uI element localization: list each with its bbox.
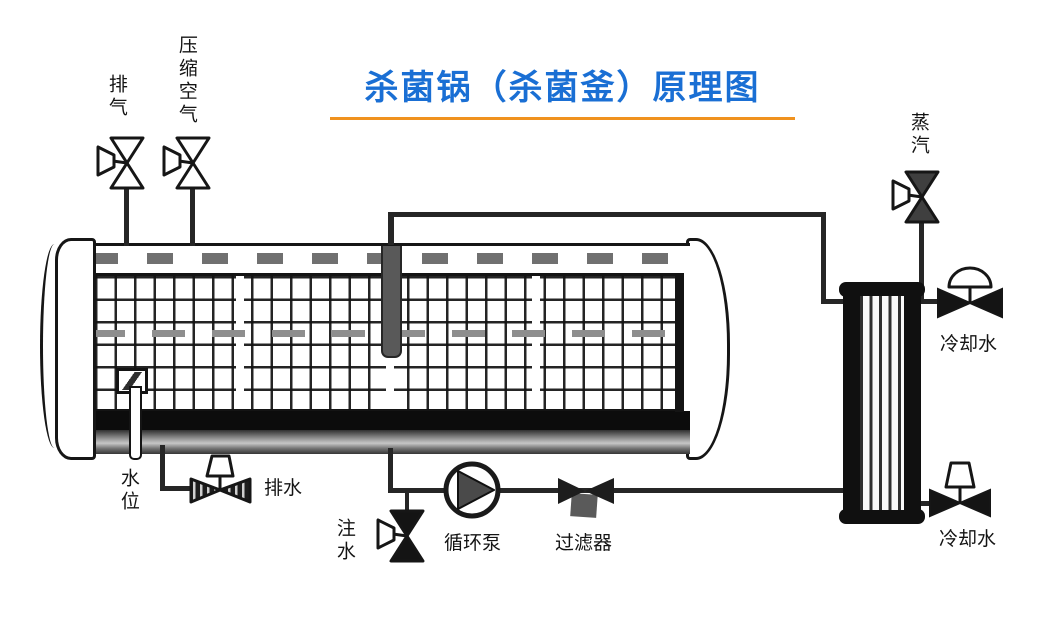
pipe-hx-top-inlet: [821, 299, 847, 304]
water-level-sensor-mark: [120, 372, 144, 390]
pipe-air-riser: [190, 188, 195, 246]
title-underline: [330, 117, 795, 120]
circulation-pump-label: 循环泵: [444, 533, 502, 554]
heat-exchanger: [839, 282, 925, 524]
heat-exchanger-plates: [860, 296, 904, 510]
drain-label: 排水: [264, 478, 303, 499]
drain-valve-icon: [189, 454, 252, 504]
compressed-air-label: 压缩空气: [175, 35, 197, 127]
basket-right-wall: [675, 273, 684, 412]
circulation-pump-icon: [443, 461, 501, 519]
exhaust-label: 排气: [105, 74, 127, 120]
basket-divider-2: [386, 353, 394, 409]
page-title: 杀菌锅（杀菌釜）原理图: [364, 69, 761, 107]
pipe-steam-valve-drop: [919, 220, 924, 303]
water-fill-valve-icon: [376, 509, 425, 563]
vessel-left-cap-rim: [55, 238, 96, 460]
steam-label: 蒸汽: [907, 112, 929, 158]
basket-divider-3: [532, 276, 540, 409]
cooling-water-bottom-label: 冷却水: [939, 529, 997, 550]
vessel-right-cap: [686, 238, 730, 460]
vessel-body: [86, 243, 690, 454]
basket-divider-1: [236, 276, 244, 409]
cooling-water-top-label: 冷却水: [940, 334, 998, 355]
heat-exchanger-bottom-flange: [839, 509, 925, 524]
cooling-water-valve-top-icon: [937, 266, 1003, 319]
exhaust-valve-icon: [96, 136, 145, 190]
water-level-sensor: [116, 368, 148, 394]
pipe-hx-top-outlet: [916, 299, 940, 304]
cooling-water-valve-bottom-icon: [929, 461, 991, 518]
pipe-circulation-line: [388, 488, 846, 493]
filter-icon: [558, 478, 614, 518]
compressed-air-valve-icon: [162, 136, 211, 190]
pipe-drain-line: [160, 486, 194, 491]
heat-exchanger-top-flange: [839, 282, 925, 297]
water-level-label: 水位: [117, 468, 139, 514]
vessel-left-cap-arc: [40, 244, 69, 448]
water-level-tube: [129, 386, 142, 460]
pipe-exhaust-riser: [124, 188, 129, 246]
pipe-top-header: [388, 212, 826, 217]
steam-valve-icon: [891, 170, 940, 224]
pipe-steam-header-drop: [388, 213, 394, 245]
vessel-bottom-band: [86, 411, 690, 430]
pipe-hx-bottom-outlet: [916, 501, 930, 506]
vessel-left-cap: [38, 238, 96, 460]
pipe-fill-stem: [405, 491, 409, 512]
pipe-vessel-outlet: [388, 448, 393, 493]
water-fill-label: 注水: [333, 518, 355, 564]
filter-label: 过滤器: [555, 533, 613, 554]
pipe-drain-drop: [160, 445, 165, 491]
steam-distribution-pipe: [381, 246, 402, 358]
pipe-header-down: [821, 212, 826, 303]
